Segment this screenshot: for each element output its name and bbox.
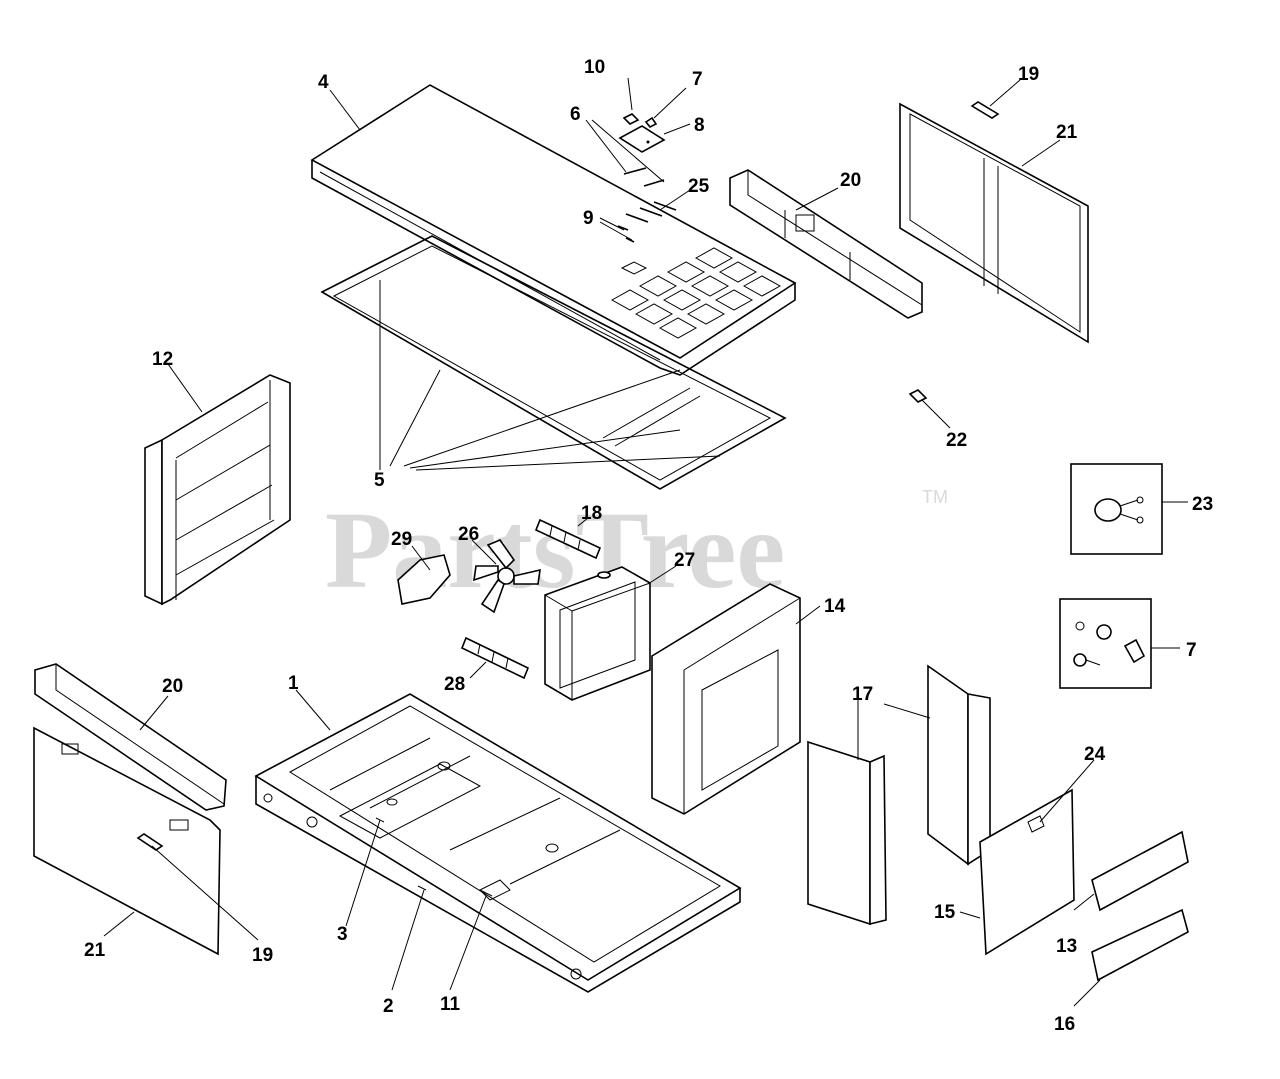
- part-28-hose[interactable]: [460, 636, 530, 680]
- callout-21-lower: 21: [84, 940, 106, 961]
- callout-15: 15: [934, 902, 956, 923]
- part-11-bracket[interactable]: [479, 889, 493, 897]
- part-24-door-small[interactable]: [979, 788, 1075, 956]
- part-7-key-box[interactable]: [1059, 598, 1152, 689]
- part-20-rail-lower[interactable]: [34, 663, 227, 811]
- callout-10: 10: [584, 57, 605, 78]
- callout-11: 11: [440, 994, 461, 1015]
- part-7-fastener-small[interactable]: [644, 116, 658, 129]
- callout-26: 26: [458, 524, 479, 545]
- callout-14: 14: [824, 596, 846, 617]
- part-26-fan[interactable]: [473, 539, 541, 614]
- callout-20-upper: 20: [840, 170, 861, 191]
- part-19-handle-upper[interactable]: [970, 101, 1000, 119]
- callout-25: 25: [688, 176, 710, 197]
- callout-24: 24: [1084, 744, 1106, 765]
- callout-1: 1: [288, 673, 299, 694]
- part-14-rear-panel[interactable]: [651, 583, 801, 815]
- part-23-lock-box[interactable]: [1070, 463, 1163, 555]
- part-16-strip[interactable]: [1091, 908, 1189, 982]
- part-18-hose[interactable]: [534, 518, 602, 560]
- part-19-handle-lower[interactable]: [136, 833, 164, 851]
- part-21-door-lower[interactable]: [33, 726, 221, 956]
- part-13-strip[interactable]: [1091, 830, 1189, 912]
- callout-8: 8: [694, 115, 705, 136]
- callout-21-upper: 21: [1056, 122, 1078, 143]
- callout-13: 13: [1056, 936, 1077, 957]
- callout-3: 3: [337, 924, 348, 945]
- callout-29: 29: [391, 529, 412, 550]
- callout-16: 16: [1054, 1014, 1075, 1035]
- part-25-rods[interactable]: [625, 201, 677, 223]
- part-27-radiator[interactable]: [544, 566, 651, 701]
- callout-20-lower: 20: [162, 676, 183, 697]
- callout-18: 18: [581, 503, 602, 524]
- part-20-rail-upper[interactable]: [729, 169, 923, 319]
- watermark-trademark: TM: [922, 487, 948, 507]
- callout-19-upper: 19: [1018, 64, 1039, 85]
- callout-12: 12: [152, 349, 173, 370]
- part-2-fastener[interactable]: [417, 885, 427, 891]
- callout-5: 5: [374, 470, 385, 491]
- part-1-base-frame[interactable]: [254, 693, 742, 993]
- part-29-shroud[interactable]: [397, 554, 451, 605]
- callout-6: 6: [570, 104, 581, 125]
- callout-23: 23: [1192, 494, 1213, 515]
- part-22-clip[interactable]: [908, 389, 928, 403]
- part-6-rods[interactable]: [623, 167, 665, 187]
- part-9-clips[interactable]: [617, 225, 635, 243]
- part-5-gasket[interactable]: [320, 235, 787, 490]
- callout-27: 27: [674, 550, 695, 571]
- callout-9: 9: [583, 208, 594, 229]
- part-10-fastener[interactable]: [622, 113, 640, 125]
- leader-lines: [103, 77, 1188, 1007]
- callout-2: 2: [383, 996, 394, 1017]
- part-8-plate[interactable]: [618, 125, 666, 153]
- callout-7-top: 7: [692, 69, 703, 90]
- callout-4: 4: [318, 72, 329, 93]
- part-4-roof[interactable]: [310, 84, 797, 376]
- callout-17: 17: [852, 684, 873, 705]
- callout-7-right: 7: [1186, 640, 1197, 661]
- part-15-side-post[interactable]: [927, 664, 991, 866]
- part-21-door-upper[interactable]: [899, 102, 1089, 344]
- part-12-side-frame[interactable]: [144, 374, 291, 606]
- callout-22: 22: [946, 430, 967, 451]
- part-17-corner-post[interactable]: [807, 740, 887, 926]
- callout-19-lower: 19: [252, 945, 273, 966]
- callout-28: 28: [444, 674, 465, 695]
